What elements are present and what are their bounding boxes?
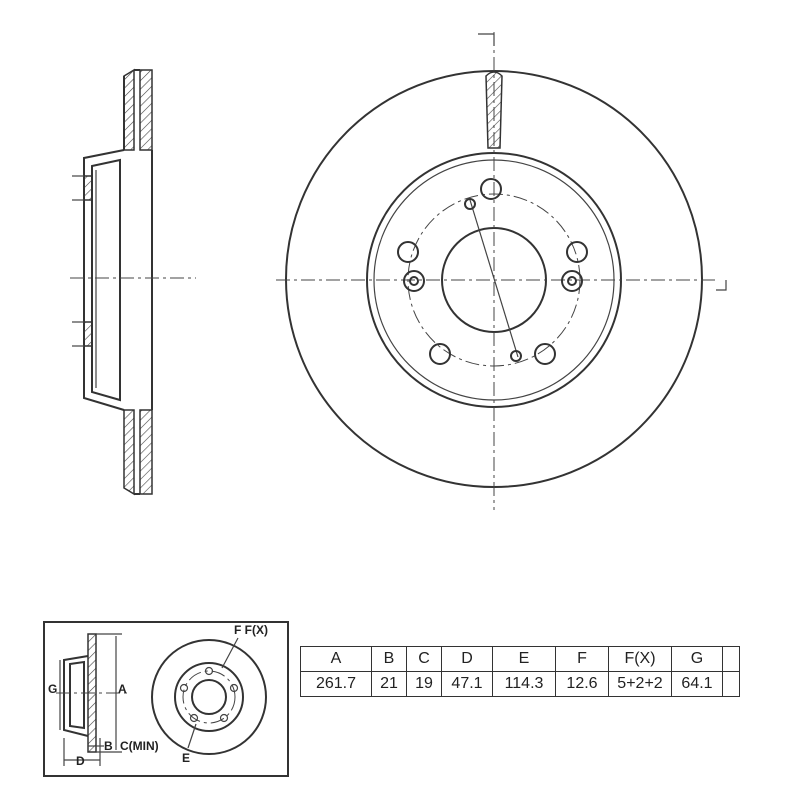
header-f: F [555,646,609,672]
legend-side-view [56,633,130,766]
spec-header-row: A B C D E F F(X) G [300,646,740,672]
label-d: D [76,754,85,768]
value-blank [722,671,740,697]
stud-holes [397,178,588,365]
spec-value-row: 261.7 21 19 47.1 114.3 12.6 5+2+2 64.1 [300,671,740,697]
header-a: A [300,646,372,672]
header-g: G [671,646,723,672]
label-e: E [182,751,190,765]
label-a: A [118,682,127,696]
lower-friction-ring [123,409,135,496]
disc-front-view [276,32,727,510]
label-g: G [48,682,57,696]
legend-frame [43,621,289,777]
label-f: F F(X) [234,623,268,637]
spec-table: A B C D E F F(X) G 261.7 21 19 47.1 114.… [300,646,740,697]
disc-side-section-view [70,68,196,496]
value-a: 261.7 [300,671,372,697]
upper-friction-ring [123,68,135,151]
header-blank [722,646,740,672]
header-c: C [406,646,442,672]
header-b: B [371,646,407,672]
legend-front-view [151,637,267,755]
value-f: 12.6 [555,671,609,697]
value-c: 19 [406,671,442,697]
value-f-x: 5+2+2 [608,671,672,697]
vent-slot [485,71,503,149]
value-g: 64.1 [671,671,723,697]
label-b: B [104,739,113,753]
header-f-x: F(X) [608,646,672,672]
header-e: E [492,646,556,672]
value-b: 21 [371,671,407,697]
label-c-min: C(MIN) [120,739,159,753]
locating-holes [403,198,583,362]
value-e: 114.3 [492,671,556,697]
header-d: D [441,646,493,672]
value-d: 47.1 [441,671,493,697]
